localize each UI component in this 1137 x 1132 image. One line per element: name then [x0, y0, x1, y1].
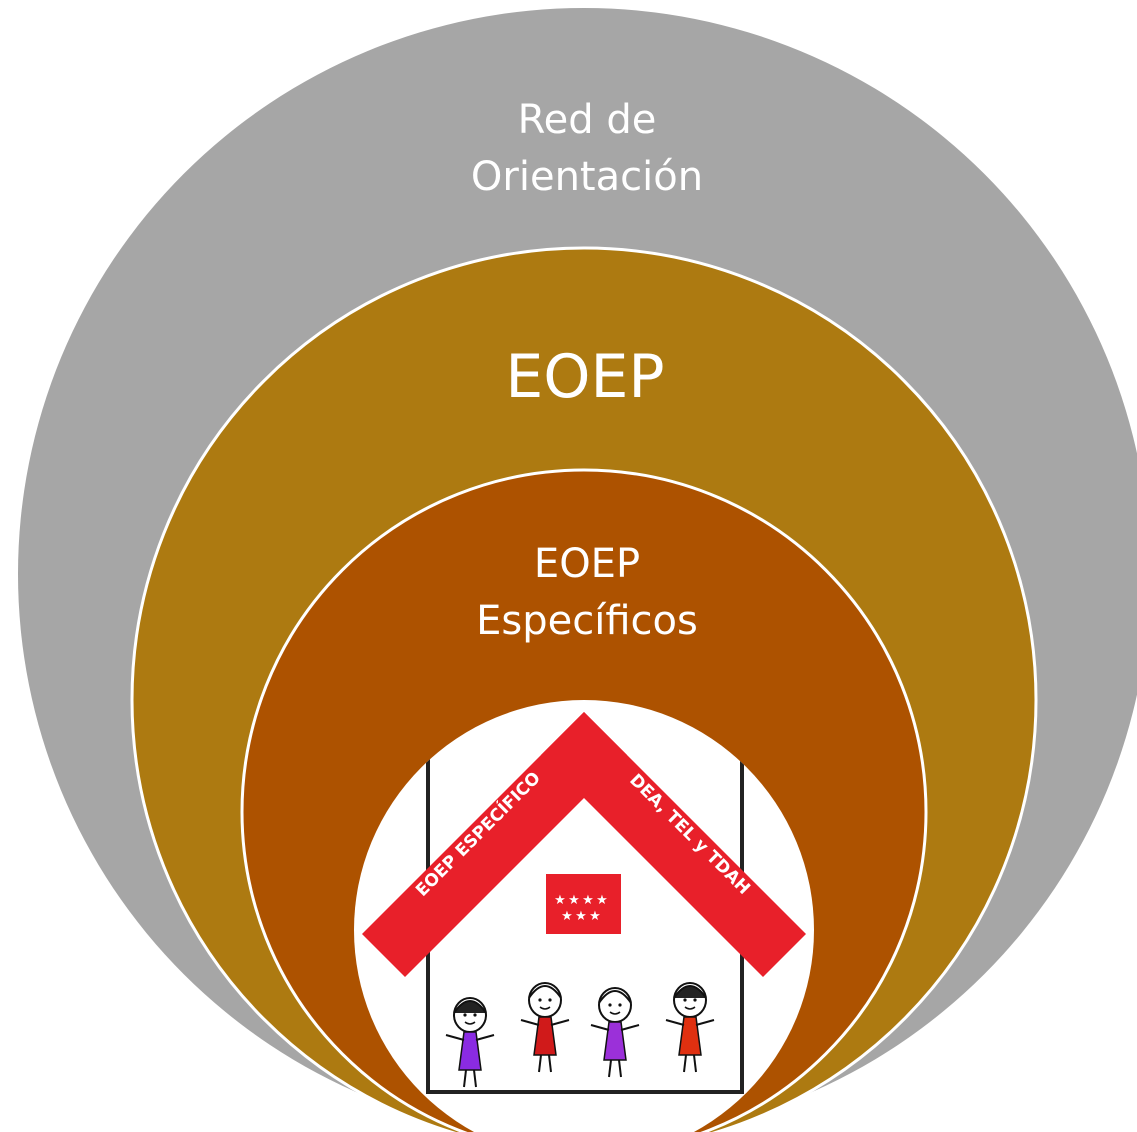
child-body: [458, 1031, 482, 1071]
child-mouth: [609, 1011, 621, 1015]
child-body: [678, 1016, 702, 1056]
outer-ring-label-line1: Red de: [518, 97, 657, 143]
child-figure-4: [665, 982, 715, 1073]
child-figure-2: [520, 982, 570, 1073]
flag-star: ★: [554, 893, 566, 908]
child-body: [603, 1021, 627, 1061]
child-mouth: [464, 1021, 476, 1025]
child-eye: [683, 998, 687, 1002]
child-eye: [463, 1013, 467, 1017]
child-leg: [608, 1059, 612, 1078]
flag-star: ★: [561, 909, 573, 924]
child-hair: [528, 985, 562, 999]
flag-star: ★: [575, 909, 587, 924]
roof-right-arm: [541, 712, 806, 977]
child-eye: [473, 1013, 477, 1017]
child-arm: [445, 1034, 465, 1041]
child-arm: [520, 1019, 540, 1026]
child-leg: [473, 1069, 477, 1088]
madrid-flag: ★★★★★★★: [546, 874, 621, 934]
child-leg: [463, 1069, 467, 1088]
child-mouth: [684, 1006, 696, 1010]
flag-star: ★: [596, 893, 608, 908]
child-figure-1: [445, 997, 495, 1088]
child-arm: [620, 1024, 640, 1031]
child-eye: [618, 1003, 622, 1007]
child-leg: [538, 1054, 542, 1073]
child-figure-3: [590, 987, 640, 1078]
child-leg: [693, 1054, 697, 1073]
child-mouth: [539, 1006, 551, 1010]
child-arm: [665, 1019, 685, 1026]
flag-rect: [546, 874, 621, 934]
flag-star: ★: [589, 909, 601, 924]
flag-star: ★: [582, 893, 594, 908]
middle-ring-label: EOEP: [505, 342, 664, 412]
flag-star: ★: [568, 893, 580, 908]
child-hair: [598, 990, 632, 1004]
child-leg: [683, 1054, 687, 1073]
child-leg: [548, 1054, 552, 1073]
child-eye: [548, 998, 552, 1002]
child-hair: [673, 985, 707, 999]
child-body: [533, 1016, 557, 1056]
child-eye: [693, 998, 697, 1002]
child-arm: [590, 1024, 610, 1031]
child-eye: [608, 1003, 612, 1007]
roof-left-arm: [362, 712, 627, 977]
outer-ring-label-line2: Orientación: [471, 154, 703, 200]
child-hair: [453, 1000, 487, 1014]
child-leg: [618, 1059, 622, 1078]
child-arm: [695, 1019, 715, 1026]
child-arm: [475, 1034, 495, 1041]
inner-ring-label-line2: Específicos: [476, 598, 698, 644]
child-eye: [538, 998, 542, 1002]
child-arm: [550, 1019, 570, 1026]
inner-ring-label-line1: EOEP: [534, 541, 640, 587]
